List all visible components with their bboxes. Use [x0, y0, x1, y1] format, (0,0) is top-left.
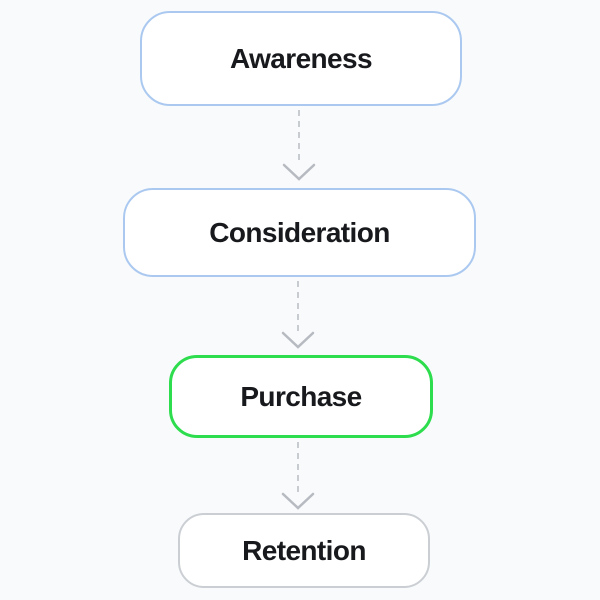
arrowhead-chevron-icon	[281, 492, 315, 510]
connector-purchase-to-retention	[281, 442, 315, 510]
node-purchase: Purchase	[169, 355, 433, 438]
connector-consideration-to-purchase	[281, 281, 315, 349]
node-label: Retention	[242, 534, 366, 566]
node-label: Consideration	[209, 216, 390, 248]
arrowhead-chevron-icon	[282, 163, 316, 181]
node-awareness: Awareness	[140, 11, 462, 106]
node-label: Awareness	[230, 42, 373, 74]
node-retention: Retention	[178, 513, 430, 588]
connector-awareness-to-consideration	[282, 110, 316, 181]
node-label: Purchase	[240, 380, 362, 412]
node-consideration: Consideration	[123, 188, 476, 277]
arrowhead-chevron-icon	[281, 331, 315, 349]
